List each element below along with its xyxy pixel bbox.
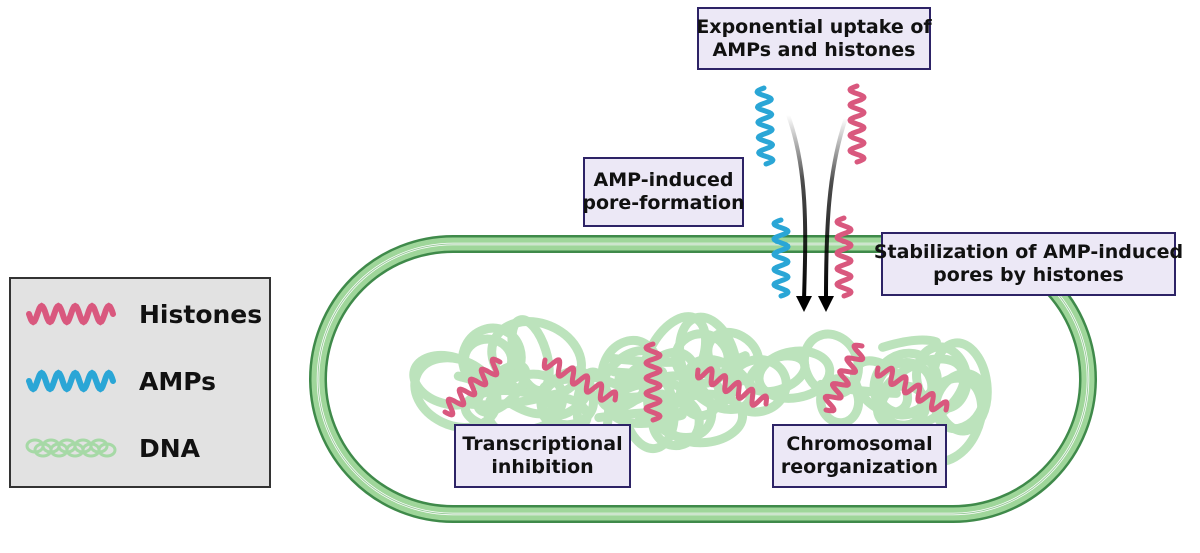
chromosomal-label: Chromosomal reorganization <box>772 424 947 488</box>
histone-helix-incoming <box>847 83 867 165</box>
dna-coil-icon <box>25 438 117 458</box>
pore-formation-label-line-1: AMP-induced <box>593 169 734 191</box>
legend-item-dna: DNA <box>21 431 200 465</box>
dna-loop <box>816 374 864 428</box>
dna-strand <box>539 370 627 392</box>
histone-helix-pore <box>834 215 854 299</box>
pore-formation-label: AMP-induced pore-formation <box>582 157 745 227</box>
amp-helix-icon <box>26 369 116 393</box>
histone-helix-dna-2 <box>541 357 619 403</box>
histone-helix-dna-3 <box>643 341 663 423</box>
histone-helix-dna-1 <box>442 356 503 418</box>
histone-helix-dna-6 <box>874 365 950 413</box>
dna-strand <box>634 410 687 426</box>
dna-strand <box>602 353 683 367</box>
pore-formation-label-line-2: pore-formation <box>582 192 745 214</box>
legend: Histones AMPs DNA <box>9 277 271 488</box>
stabilization-label-line-2: pores by histones <box>933 264 1124 286</box>
uptake-arrows <box>786 114 848 312</box>
dna-icon-loop <box>97 442 117 458</box>
legend-label-amps: AMPs <box>139 366 216 396</box>
peptide-helices <box>442 83 950 423</box>
amp-helix-incoming <box>754 85 776 167</box>
dna-strand <box>594 406 677 423</box>
legend-item-histones: Histones <box>21 297 262 331</box>
dna-loop <box>661 389 748 448</box>
histone-helix-dna-5 <box>822 342 866 414</box>
transcriptional-label: Transcriptional inhibition <box>454 424 631 488</box>
dna-loop <box>643 371 717 442</box>
uptake-label-line-1: Exponential uptake of <box>696 15 932 38</box>
uptake-arrow-left <box>786 114 808 301</box>
uptake-arrow-right <box>824 117 848 301</box>
histone-helix-icon <box>26 302 116 326</box>
bacterial-cell <box>309 235 1097 523</box>
uptake-label: Exponential uptake of AMPs and histones <box>696 7 932 70</box>
uptake-arrowhead-right <box>818 296 834 312</box>
transcriptional-label-line-2: inhibition <box>491 456 594 478</box>
dna-strand <box>878 335 941 352</box>
histone-helix-dna-4 <box>695 366 769 408</box>
transcriptional-label-line-1: Transcriptional <box>462 433 623 455</box>
dna-strand <box>505 395 566 419</box>
chromosomal-label-line-2: reorganization <box>780 456 939 478</box>
legend-label-dna: DNA <box>139 433 201 463</box>
stabilization-label-line-1: Stabilization of AMP-induced <box>873 241 1184 263</box>
chromosomal-label-line-1: Chromosomal <box>786 433 933 455</box>
uptake-arrowhead-left <box>796 296 812 312</box>
stabilization-label: Stabilization of AMP-induced pores by hi… <box>874 232 1183 296</box>
legend-item-amps: AMPs <box>21 364 216 398</box>
dna-strand <box>816 379 901 398</box>
uptake-label-line-2: AMPs and histones <box>712 38 916 61</box>
legend-label-histones: Histones <box>139 299 263 329</box>
amp-helix-pore <box>771 217 791 299</box>
dna-strand <box>614 367 667 384</box>
